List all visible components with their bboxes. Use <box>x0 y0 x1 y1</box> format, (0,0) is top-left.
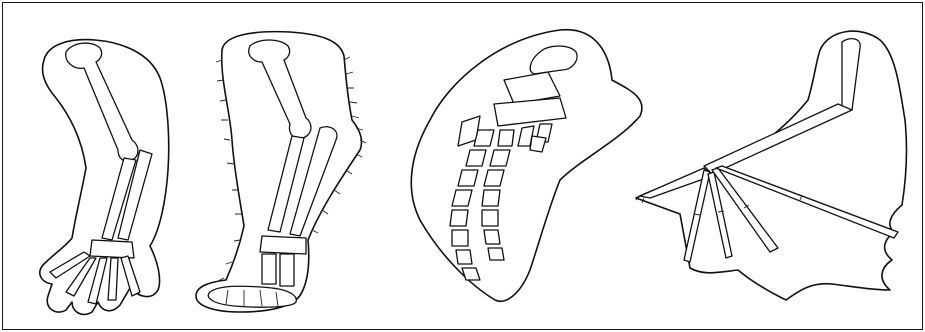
foreleg-metacarpal-2 <box>280 254 294 286</box>
flipper-outline <box>411 30 642 302</box>
foreleg-metacarpal-1 <box>262 254 276 284</box>
foreleg-carpals <box>260 236 306 254</box>
foreleg-toes <box>208 286 296 307</box>
human-carpals <box>90 240 134 258</box>
whale-flipper-icon <box>411 30 642 302</box>
human-arm-icon <box>40 40 169 315</box>
bat-wing-membrane <box>636 31 906 300</box>
animal-foreleg-icon <box>196 32 366 312</box>
bat-wing-icon <box>636 31 906 300</box>
